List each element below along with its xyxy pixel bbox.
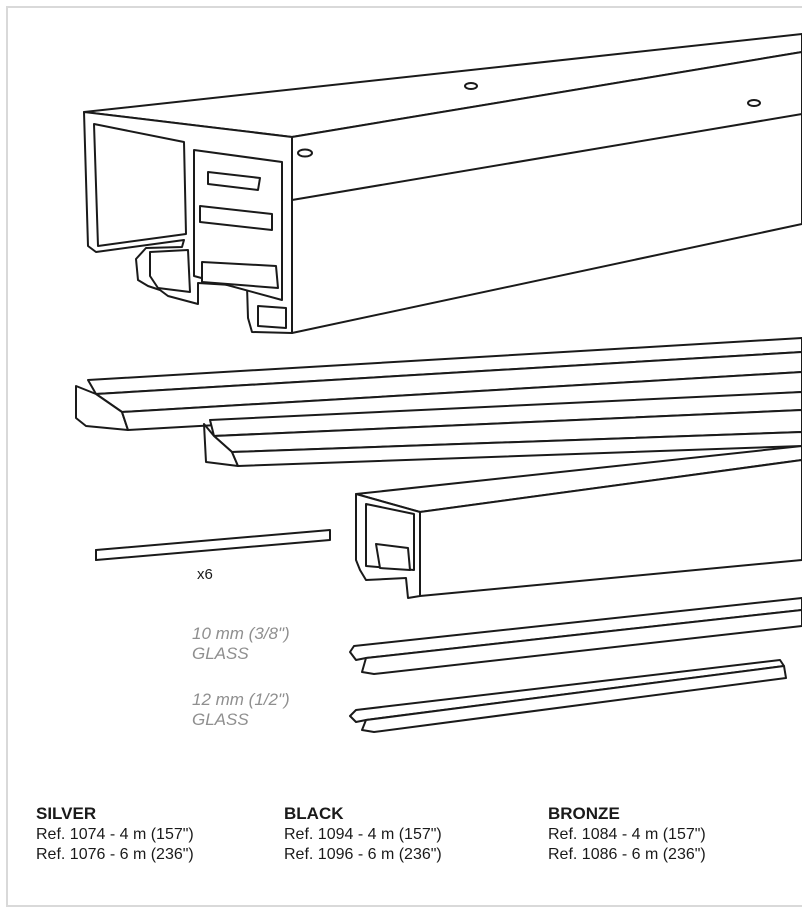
glass-10mm-thickness: 10 mm (3/8") (192, 624, 290, 643)
glass-12mm-material: GLASS (192, 710, 249, 729)
glass-clamp-profile (355, 445, 802, 599)
glass-12mm-label: 12 mm (1/2") GLASS (192, 690, 290, 730)
glass-12mm-thickness: 12 mm (1/2") (192, 690, 290, 709)
finish-ref: Ref. 1084 - 4 m (157") (548, 826, 706, 843)
glass-10mm-material: GLASS (192, 644, 249, 663)
finish-silver: SILVER Ref. 1074 - 4 m (157") Ref. 1076 … (36, 804, 194, 865)
spacer-quantity-label: x6 (197, 566, 213, 583)
glass-10mm-label: 10 mm (3/8") GLASS (192, 624, 290, 664)
guide-rail-pair (75, 337, 802, 467)
finish-name: SILVER (36, 804, 97, 823)
flat-spacer (95, 529, 331, 561)
finish-ref: Ref. 1096 - 6 m (236") (284, 846, 442, 863)
finish-black: BLACK Ref. 1094 - 4 m (157") Ref. 1096 -… (284, 804, 442, 865)
finish-name: BLACK (284, 804, 344, 823)
finish-ref: Ref. 1074 - 4 m (157") (36, 826, 194, 843)
finish-ref: Ref. 1076 - 6 m (236") (36, 846, 194, 863)
finish-ref: Ref. 1094 - 4 m (157") (284, 826, 442, 843)
gasket-10mm (349, 597, 802, 675)
gasket-12mm (349, 659, 787, 733)
top-track-profile (83, 33, 802, 334)
finish-bronze: BRONZE Ref. 1084 - 4 m (157") Ref. 1086 … (548, 804, 706, 865)
finish-name: BRONZE (548, 804, 620, 823)
finish-ref: Ref. 1086 - 6 m (236") (548, 846, 706, 863)
